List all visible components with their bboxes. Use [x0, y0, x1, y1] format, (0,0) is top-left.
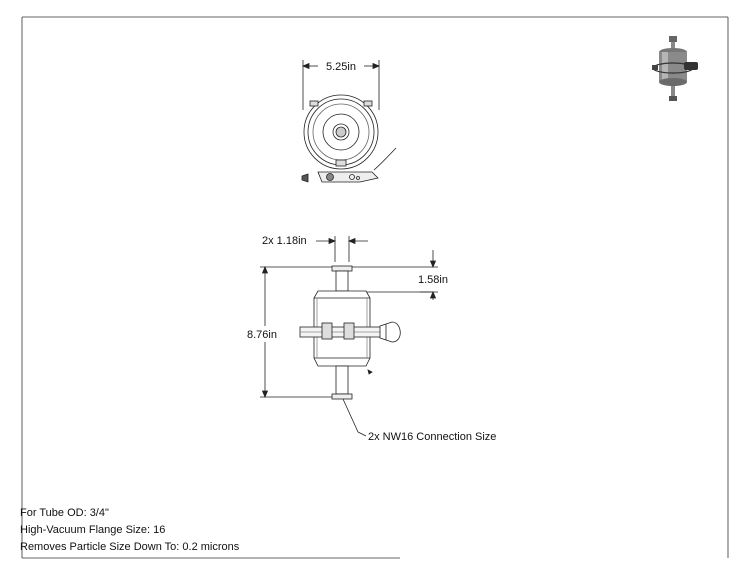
- top-view-width-dimension: 5.25in: [326, 61, 356, 73]
- filter-top-view-drawing: [301, 60, 397, 183]
- spec-particle-size: Removes Particle Size Down To: 0.2 micro…: [20, 541, 240, 553]
- connection-size-callout: 2x NW16 Connection Size: [368, 431, 496, 443]
- filter-front-view-drawing: [260, 236, 438, 437]
- overall-height-dimension: 8.76in: [247, 329, 277, 341]
- tube-width-dimension: 2x 1.18in: [262, 235, 307, 247]
- filter-isometric-thumbnail: [652, 36, 698, 101]
- spec-flange-size: High-Vacuum Flange Size: 16: [20, 524, 166, 536]
- spec-tube-od: For Tube OD: 3/4": [20, 507, 109, 519]
- flange-height-dimension: 1.58in: [418, 274, 448, 286]
- sheet-border: [21, 16, 729, 559]
